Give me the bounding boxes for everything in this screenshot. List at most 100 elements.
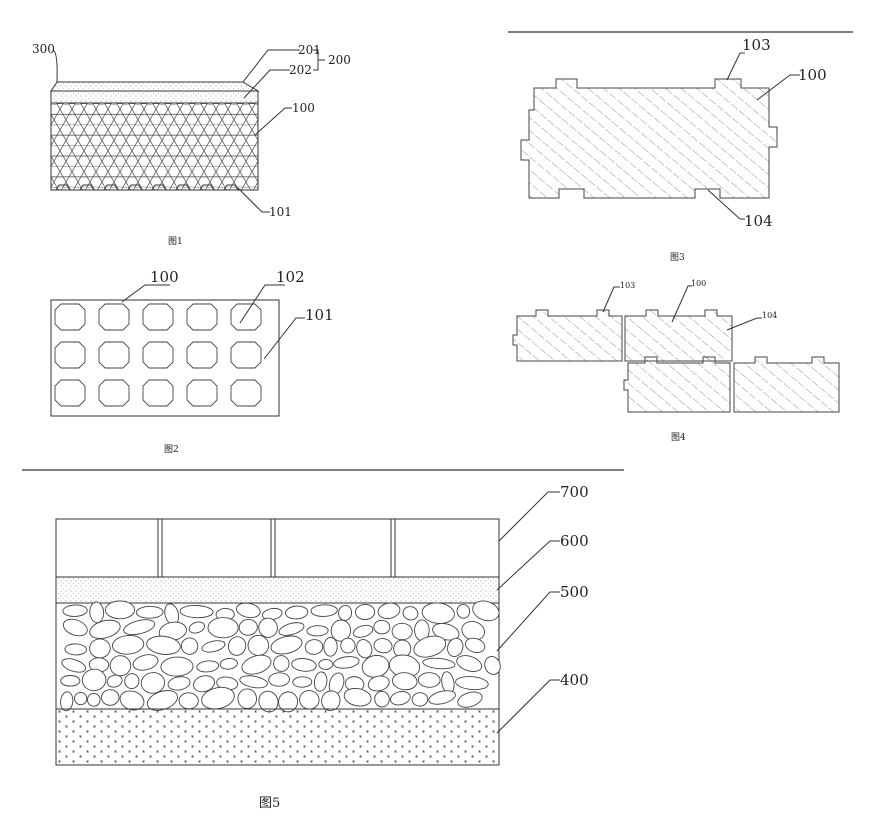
fig5-gravel-stone (100, 689, 120, 706)
fig1-leader-300 (52, 49, 58, 83)
fig2-label-102: 102 (276, 268, 305, 286)
fig5-gravel-stone (140, 672, 166, 694)
fig5-gravel-stone (188, 621, 205, 634)
fig4-leader-100 (671, 285, 692, 323)
fig5-gravel-stone (373, 638, 393, 654)
fig1-label-100: 100 (292, 101, 315, 115)
fig1-leader-100 (254, 107, 292, 136)
fig5-gravel-stone (292, 676, 313, 688)
figure-2: 100 102 101 图2 (50, 268, 334, 455)
fig5-gravel-stone (132, 654, 159, 671)
fig2-groove-cell (54, 379, 86, 407)
figure-1: 300 201 202 200 100 101 图1 (32, 42, 351, 247)
fig5-gravel-stone (239, 675, 268, 689)
fig5-paving-layer (55, 518, 500, 578)
figure-5: 700 600 500 400 图5 (22, 469, 624, 811)
fig2-groove-cell (230, 303, 262, 331)
fig5-gravel-stone (106, 674, 123, 688)
fig5-gravel-stone (237, 688, 257, 709)
fig5-gravel-stone (60, 675, 81, 687)
fig5-gravel-stone (484, 656, 501, 675)
fig5-gravel-stone (392, 672, 418, 691)
fig5-gravel-stone (160, 656, 194, 677)
fig1-label-202: 202 (289, 63, 312, 77)
fig5-gravel-stone (377, 602, 401, 620)
figure-4: 103 100 104 图4 (512, 279, 840, 443)
fig5-gravel-stone (193, 675, 215, 693)
fig3-label-103: 103 (742, 36, 771, 54)
fig2-groove-cell (230, 379, 262, 407)
fig5-leader-700 (498, 491, 560, 542)
fig5-gravel-stone (402, 606, 419, 621)
fig5-gravel-stone (278, 622, 305, 636)
fig1-label-201: 201 (298, 43, 321, 57)
fig5-gravel-stone (455, 676, 489, 691)
fig4-caption: 图4 (671, 432, 686, 443)
fig5-gravel-stone (87, 692, 101, 707)
fig4-block-bottom-right (733, 356, 840, 413)
fig5-gravel-stone (109, 655, 132, 677)
fig5-leader-400 (496, 679, 560, 734)
fig5-label-500: 500 (560, 583, 589, 601)
fig5-gravel-stone (310, 604, 338, 617)
fig5-gravel-stone (180, 637, 199, 655)
fig4-block-bottom-left (623, 356, 731, 413)
fig5-gravel-stone (167, 676, 191, 691)
fig5-gravel-stone (464, 637, 486, 654)
fig5-gravel-stone (236, 602, 261, 619)
fig5-gravel-stone (367, 675, 390, 692)
fig2-groove-cell (186, 341, 218, 369)
fig5-label-600: 600 (560, 532, 589, 550)
fig5-gravel-stone (238, 618, 258, 636)
fig5-gravel-stone (207, 617, 239, 639)
fig5-gravel-stone (285, 605, 309, 620)
fig5-gravel-stone (62, 618, 88, 637)
fig5-gravel-stone (411, 692, 429, 707)
fig5-gravel-stone (111, 634, 145, 655)
fig5-gravel-stone (355, 603, 376, 621)
fig4-block-top-left (512, 309, 623, 362)
fig5-gravel-stone (340, 637, 356, 654)
fig3-label-104: 104 (744, 212, 773, 230)
fig5-gravel-stone (457, 691, 483, 708)
fig1-leader-101 (237, 187, 270, 213)
fig5-gravel-stone (273, 655, 290, 672)
fig3-leader-100 (756, 74, 800, 101)
fig2-caption: 图2 (164, 444, 179, 455)
fig5-gravel-stone (64, 643, 87, 656)
fig5-gravel-stone (390, 691, 411, 706)
fig5-gravel-stone (268, 672, 290, 687)
fig5-gravel-stone (258, 617, 278, 638)
fig4-label-104: 104 (762, 311, 777, 320)
fig5-gravel-stone (428, 690, 456, 705)
fig5-gravel-stone (413, 635, 447, 658)
fig5-gravel-stone (456, 655, 483, 672)
fig5-gravel-stone (421, 602, 455, 624)
fig5-leader-600 (496, 540, 560, 591)
fig5-gravel-stone (447, 637, 464, 657)
fig5-gravel-stone (374, 690, 390, 708)
fig2-groove-cell (142, 341, 174, 369)
fig5-gravel-stone (201, 640, 226, 653)
fig1-brace-200 (313, 49, 325, 71)
fig2-label-101: 101 (305, 306, 334, 324)
fig5-gravel-stone (146, 635, 181, 655)
fig5-label-400: 400 (560, 671, 589, 689)
fig1-leader-202 (243, 69, 290, 99)
fig2-groove-cell (98, 341, 130, 369)
fig4-label-103: 103 (620, 281, 635, 290)
fig1-surface-layer (50, 90, 259, 104)
fig5-gravel-stone (323, 636, 338, 657)
fig5-gravel-stone (135, 605, 164, 619)
fig5-gravel-stone (356, 639, 373, 659)
fig3-label-100: 100 (798, 66, 827, 84)
fig2-groove-cell (98, 379, 130, 407)
fig5-gravel-stone (373, 619, 391, 635)
fig5-gravel-stone (74, 691, 88, 706)
fig2-groove-cell (186, 379, 218, 407)
fig2-leader-100 (121, 284, 170, 303)
fig1-bottom-grooves (51, 184, 258, 191)
fig3-leader-104 (707, 189, 745, 220)
fig2-groove-cell (98, 303, 130, 331)
fig1-label-300: 300 (32, 42, 55, 56)
